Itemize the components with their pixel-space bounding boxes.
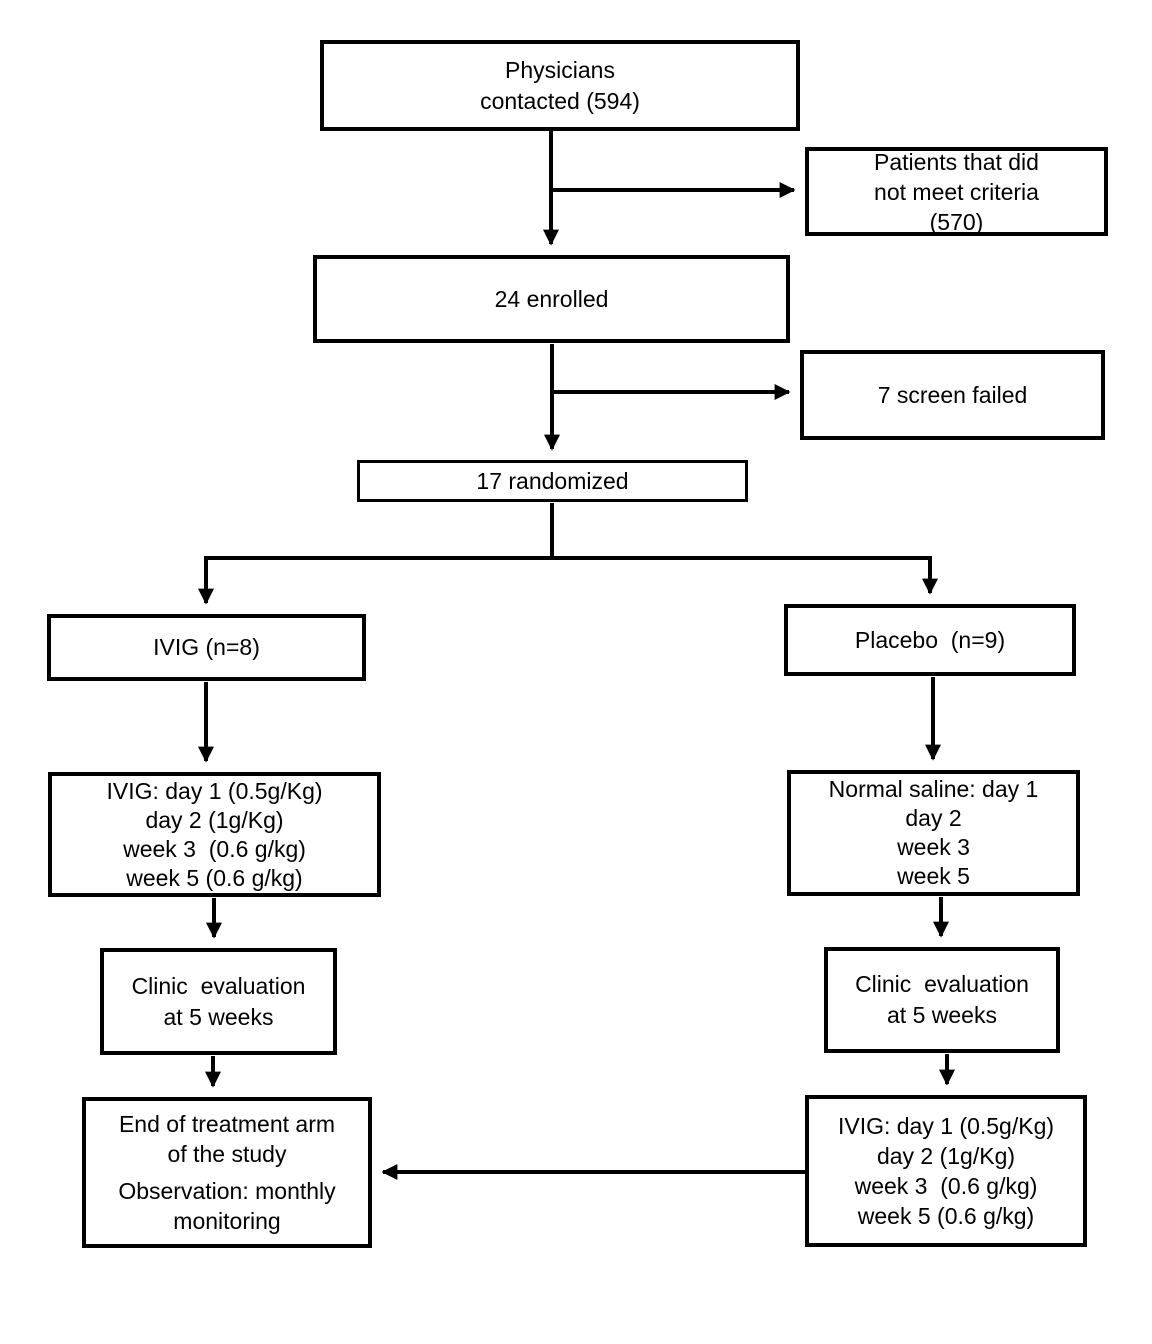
box-text-line: not meet criteria bbox=[874, 178, 1039, 205]
box-text-line: Physicians bbox=[505, 56, 615, 83]
flow-box-ivig-dosing-schedule: IVIG: day 1 (0.5g/Kg) day 2 (1g/Kg) week… bbox=[48, 772, 381, 897]
box-text-line: week 5 bbox=[897, 863, 970, 889]
box-text-line: at 5 weeks bbox=[163, 1003, 274, 1030]
box-text-line: 17 randomized bbox=[476, 467, 629, 494]
flow-box-randomized: 17 randomized bbox=[357, 460, 748, 502]
flow-box-clinic-evaluation-right: Clinic evaluation at 5 weeks bbox=[824, 947, 1060, 1053]
box-text-line: monitoring bbox=[173, 1208, 281, 1234]
box-text-line: week 5 (0.6 g/kg) bbox=[126, 864, 303, 891]
box-text-line: week 5 (0.6 g/kg) bbox=[857, 1203, 1035, 1229]
box-text-line: 24 enrolled bbox=[494, 285, 609, 312]
box-text-line: 7 screen failed bbox=[877, 381, 1028, 408]
box-text-line: at 5 weeks bbox=[887, 1002, 997, 1028]
box-text-line: week 3 (0.6 g/kg) bbox=[123, 835, 306, 862]
flow-box-patients-not-meeting-criteria: Patients that did not meet criteria (570… bbox=[805, 147, 1108, 236]
flow-box-clinic-evaluation-left: Clinic evaluation at 5 weeks bbox=[100, 948, 337, 1055]
box-text-line: Observation: monthly bbox=[118, 1178, 336, 1204]
flow-box-placebo-arm: Placebo (n=9) bbox=[784, 604, 1076, 676]
box-text-line: day 2 bbox=[905, 805, 962, 831]
box-text-line: IVIG (n=8) bbox=[153, 634, 260, 660]
flow-box-enrolled: 24 enrolled bbox=[313, 255, 790, 343]
box-text-line: day 2 (1g/Kg) bbox=[145, 806, 284, 833]
box-text-line: Placebo (n=9) bbox=[854, 626, 1006, 653]
box-text-line: day 2 (1g/Kg) bbox=[876, 1143, 1016, 1169]
box-text-line: of the study bbox=[167, 1141, 287, 1167]
box-text-line: Normal saline: day 1 bbox=[828, 776, 1039, 802]
box-text-line: contacted (594) bbox=[480, 87, 640, 114]
box-text-line: IVIG: day 1 (0.5g/Kg) bbox=[106, 777, 323, 804]
box-text-line: Patients that did bbox=[874, 148, 1039, 175]
box-text-line: End of treatment arm bbox=[118, 1111, 336, 1137]
flow-box-ivig-crossover-schedule: IVIG: day 1 (0.5g/Kg) day 2 (1g/Kg) week… bbox=[805, 1095, 1087, 1247]
box-text-line: week 3 (0.6 g/kg) bbox=[854, 1173, 1038, 1199]
flow-box-physicians-contacted: Physicians contacted (594) bbox=[320, 40, 800, 131]
box-text-line: Clinic evaluation bbox=[131, 972, 306, 999]
box-text-line: IVIG: day 1 (0.5g/Kg) bbox=[837, 1113, 1055, 1139]
box-text-line: week 3 bbox=[897, 834, 970, 860]
box-text-line: Clinic evaluation bbox=[855, 971, 1029, 997]
flow-box-ivig-arm: IVIG (n=8) bbox=[47, 614, 366, 681]
box-text-line: (570) bbox=[929, 208, 984, 235]
flow-box-normal-saline-schedule: Normal saline: day 1 day 2 week 3 week 5 bbox=[787, 770, 1080, 896]
flow-box-screen-failed: 7 screen failed bbox=[800, 350, 1105, 440]
flow-box-end-of-treatment: End of treatment arm of the study Observ… bbox=[82, 1097, 372, 1248]
